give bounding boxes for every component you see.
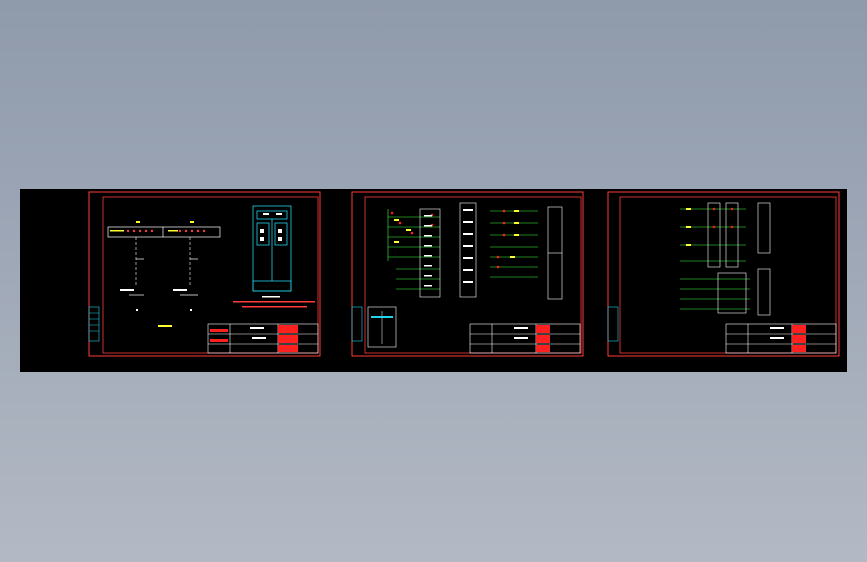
sheet-2-component-list: [459, 202, 477, 298]
sheet-3-lower-list: [757, 268, 771, 316]
sheet-2-control-circuit: [387, 209, 440, 290]
sheet-3-side-strip: [607, 306, 619, 342]
sheet-3-outer-border: [607, 191, 840, 357]
sheet-3-lower-terminals: [717, 272, 747, 314]
sheet-1-branches: [135, 237, 191, 285]
sheet-3-lower-wiring: [680, 278, 750, 310]
sheet-1-cabinet: [252, 205, 292, 292]
sheet-2-detail-box: [367, 306, 397, 348]
sheet-2[interactable]: [351, 191, 584, 357]
sheet-3-upper-list: [757, 202, 771, 254]
sheet-3-upper-terminals: [707, 202, 739, 268]
sheet-3[interactable]: [607, 191, 840, 357]
sheet-2-terminal-strip: [419, 208, 441, 298]
sheet-1-side-strip: [88, 306, 100, 342]
sheet-1-busbar: [107, 226, 221, 238]
cad-drawing-viewport[interactable]: [20, 189, 847, 372]
sheet-1-busbar-labels: [126, 229, 206, 233]
sheet-3-title-block: [725, 323, 837, 354]
cad-drawing: [88, 191, 840, 357]
sheet-2-title-block: [469, 323, 581, 354]
sheet-1-outer-border: [88, 191, 321, 357]
sheet-2-outer-border: [351, 191, 584, 357]
sheet-2-side-strip: [351, 306, 363, 342]
sheet-1[interactable]: [88, 191, 321, 357]
sheet-3-upper-wiring: [680, 208, 746, 262]
